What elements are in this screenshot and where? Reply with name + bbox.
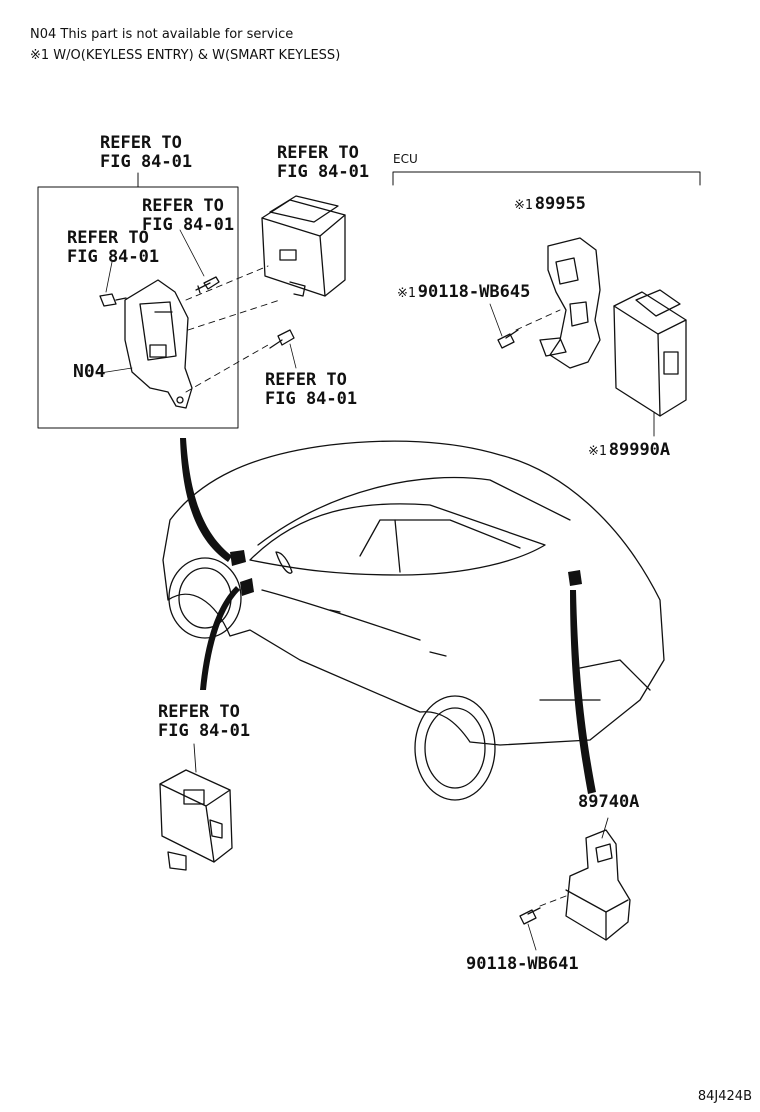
- diagram-code: 84J424B: [697, 1089, 752, 1104]
- refer-label-lower-module: REFER TO FIG 84-01: [158, 702, 251, 741]
- screw-90118-wb645: [489, 303, 519, 349]
- label-n04: N04: [73, 361, 106, 382]
- module-89990a: [613, 289, 687, 437]
- module-top-center: [261, 195, 346, 297]
- note-line-1: N04 This part is not available for servi…: [30, 27, 294, 42]
- screw-90118-wb641: [519, 907, 541, 951]
- note-line-2: ※1 W/O(KEYLESS ENTRY) & W(SMART KEYLESS): [30, 48, 341, 63]
- car-outline: [162, 440, 665, 801]
- refer-label-lower-screw: REFER TO FIG 84-01: [265, 370, 358, 409]
- label-ecu: ECU: [393, 152, 418, 166]
- refer-label-inset: REFER TO FIG 84-01: [100, 133, 193, 172]
- unit-89740a: [565, 817, 631, 941]
- bracket-n04-drawing: [99, 279, 193, 409]
- screw-upper: [195, 276, 220, 294]
- screw-lower: [269, 329, 295, 349]
- label-89740a: 89740A: [578, 792, 640, 812]
- refer-label-screw: REFER TO FIG 84-01: [142, 196, 235, 235]
- ecu-bracket-89955: [539, 237, 601, 369]
- refer-label-clip: REFER TO FIG 84-01: [67, 228, 160, 267]
- module-lower-left: [159, 743, 233, 871]
- label-90118-wb641: 90118-WB641: [466, 954, 579, 974]
- refer-label-top-module: REFER TO FIG 84-01: [277, 143, 370, 182]
